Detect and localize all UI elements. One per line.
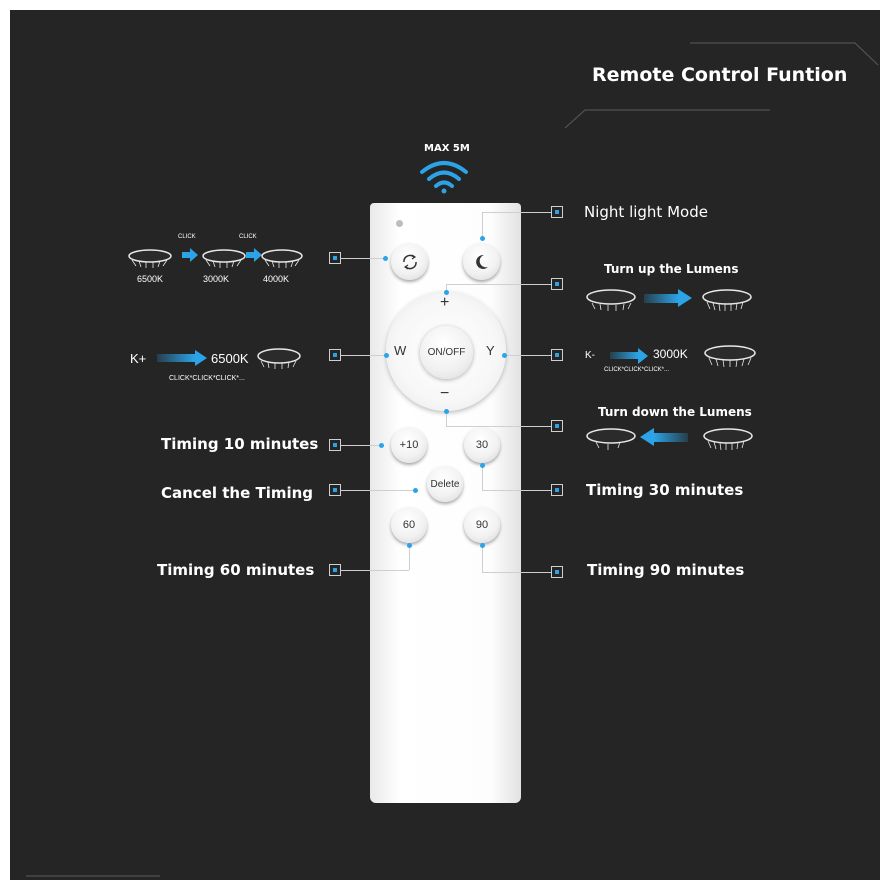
callout-dot: [379, 443, 384, 448]
night-light-label: Night light Mode: [584, 203, 708, 221]
timing-30-button[interactable]: 30: [464, 427, 500, 463]
k-minus-note: CLICK*CLICK*CLICK*...: [604, 367, 670, 373]
brightness-up-key[interactable]: +: [440, 294, 450, 311]
temp-label-3000k: 3000K: [203, 274, 230, 284]
callout-line: [446, 284, 551, 285]
cancel-timing-label: Cancel the Timing: [161, 484, 314, 502]
delete-timing-button[interactable]: Delete: [427, 466, 463, 502]
callout-dot: [444, 290, 449, 295]
timing-60-button[interactable]: 60: [391, 507, 427, 543]
callout-dot: [480, 236, 485, 241]
callout-dot: [502, 353, 507, 358]
arrow-right-icon: [157, 350, 207, 366]
timing-90-button[interactable]: 90: [464, 507, 500, 543]
callout-line: [341, 490, 415, 491]
turn-down-diagram: [586, 428, 753, 451]
ceiling-lamp-icon: [586, 428, 636, 450]
callout-line: [446, 284, 447, 292]
callout-marker: [329, 252, 341, 264]
turn-up-label: Turn up the Lumens: [604, 262, 739, 276]
cycle-icon: [402, 254, 417, 269]
timing-60-label: Timing 60 minutes: [157, 561, 315, 579]
callout-line: [506, 355, 551, 356]
callout-line: [341, 445, 381, 446]
moon-icon: [475, 254, 488, 269]
ir-indicator: [396, 220, 403, 227]
callout-dot: [413, 488, 418, 493]
k-plus-label: K+: [130, 351, 147, 366]
yellow-key[interactable]: Y: [486, 343, 495, 358]
callout-marker: [329, 439, 341, 451]
night-light-button[interactable]: [463, 243, 500, 280]
callout-marker: [329, 484, 341, 496]
ceiling-lamp-icon: [128, 249, 172, 268]
arrow-right-icon: [644, 294, 678, 303]
ceiling-lamp-icon: [202, 249, 246, 268]
wifi-icon: [420, 161, 468, 194]
ceiling-lamp-icon: [703, 428, 753, 451]
callout-line: [446, 412, 447, 426]
callout-line: [482, 572, 551, 573]
k-plus-temp: 6500K: [211, 351, 249, 366]
callout-line: [341, 570, 409, 571]
infographic-canvas: Remote Control Funtion MAX 5M ON/OFF W Y…: [10, 10, 880, 880]
callout-dot: [480, 463, 485, 468]
callout-line: [341, 355, 385, 356]
callout-line: [341, 258, 383, 259]
timing-10-button[interactable]: +10: [391, 427, 427, 463]
warm-white-key[interactable]: W: [394, 343, 407, 358]
ceiling-lamp-icon: [586, 289, 636, 311]
callout-marker: [551, 206, 563, 218]
timing-10-label: Timing 10 minutes: [161, 435, 319, 453]
callout-dot: [480, 543, 485, 548]
callout-dot: [407, 543, 412, 548]
on-off-button[interactable]: ON/OFF: [420, 326, 473, 379]
callout-line: [482, 546, 483, 572]
callout-line: [482, 466, 483, 490]
turn-up-diagram: [586, 289, 752, 312]
callout-line: [482, 490, 551, 491]
callout-line: [482, 212, 551, 213]
click-label: CLICK: [178, 234, 196, 240]
arrow-left-icon: [640, 428, 654, 446]
arrow-right-icon: [246, 248, 262, 262]
ceiling-lamp-icon: [702, 289, 752, 312]
page-title: Remote Control Funtion: [592, 64, 848, 86]
k-minus-temp: 3000K: [653, 347, 688, 361]
click-label: CLICK: [239, 234, 257, 240]
callout-dot: [384, 353, 389, 358]
arrow-right-icon: [182, 248, 198, 262]
k-plus-note: CLICK*CLICK*CLICK*...: [169, 375, 245, 382]
callout-dot: [444, 409, 449, 414]
timing-30-label: Timing 30 minutes: [586, 481, 744, 499]
callout-marker: [329, 349, 341, 361]
callout-line: [409, 546, 410, 570]
brightness-down-key[interactable]: −: [440, 385, 450, 402]
callout-marker: [551, 566, 563, 578]
k-minus-label: K-: [585, 350, 595, 361]
turn-down-label: Turn down the Lumens: [598, 405, 752, 419]
temp-label-4000k: 4000K: [263, 274, 290, 284]
ceiling-lamp-icon: [704, 345, 756, 368]
ceiling-lamp-icon: [261, 249, 303, 268]
callout-line: [446, 426, 551, 427]
arrow-right-icon: [610, 348, 648, 364]
ceiling-lamp-icon: [257, 348, 301, 369]
callout-marker: [551, 349, 563, 361]
range-label: MAX 5M: [424, 143, 470, 154]
color-temperature-button[interactable]: [391, 243, 428, 280]
callout-dot: [383, 256, 388, 261]
cct-cycle-diagram: [128, 248, 303, 268]
temp-label-6500k: 6500K: [137, 274, 164, 284]
timing-90-label: Timing 90 minutes: [587, 561, 745, 579]
callout-marker: [329, 564, 341, 576]
decor-lines: [26, 42, 879, 877]
callout-marker: [551, 420, 563, 432]
callout-marker: [551, 484, 563, 496]
callout-line: [482, 212, 483, 238]
callout-marker: [551, 278, 563, 290]
